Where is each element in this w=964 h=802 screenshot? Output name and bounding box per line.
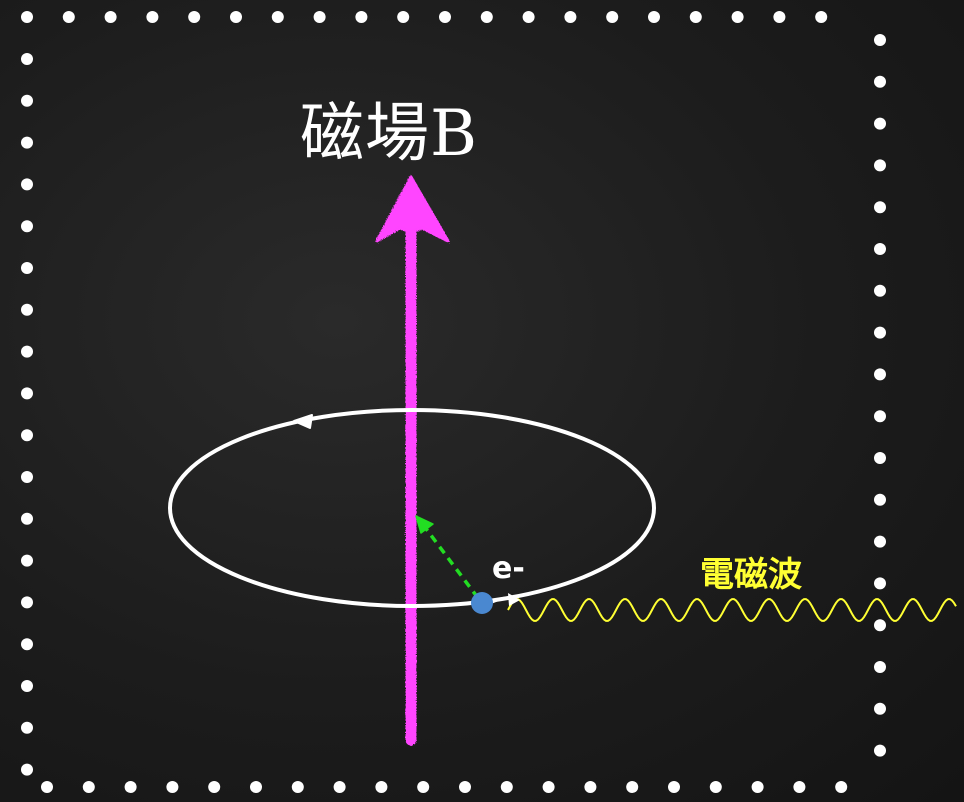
border-dot	[874, 326, 886, 339]
electron-orbit	[168, 408, 656, 608]
border-dot	[874, 452, 886, 464]
border-dot	[21, 345, 33, 358]
border-dot	[564, 11, 577, 23]
border-dot	[21, 53, 33, 65]
orbit-direction-arrowhead	[293, 414, 313, 429]
border-dot	[793, 781, 806, 793]
border-dot	[480, 11, 493, 23]
border-dot	[21, 596, 33, 609]
border-dot	[166, 781, 179, 793]
magnetic-field-arrow	[375, 175, 450, 746]
border-dot	[208, 781, 221, 793]
border-dot	[522, 11, 535, 23]
border-dot	[874, 577, 886, 590]
border-dot	[874, 34, 886, 46]
border-dot	[21, 220, 33, 233]
border-dot	[21, 429, 33, 442]
border-dot	[21, 554, 33, 567]
border-dot	[606, 11, 619, 23]
border-dot	[731, 11, 744, 23]
border-dot	[313, 11, 326, 23]
centripetal-force-arrowhead	[415, 515, 434, 534]
border-dot	[648, 11, 660, 23]
border-dot	[874, 284, 886, 297]
border-dot	[82, 781, 95, 793]
border-dot	[689, 11, 702, 23]
border-dot	[21, 178, 33, 191]
border-dot	[874, 702, 886, 715]
border-dot	[291, 781, 304, 793]
border-dot	[874, 159, 886, 172]
border-dot	[271, 11, 284, 23]
electromagnetic-wave	[507, 598, 957, 622]
border-dot	[146, 11, 159, 23]
border-dot	[21, 94, 33, 107]
border-dot	[21, 11, 33, 23]
border-dot	[62, 11, 75, 23]
border-dot	[500, 781, 513, 793]
border-dot	[417, 781, 430, 793]
border-dot	[41, 781, 53, 793]
electron-velocity-arrowhead	[508, 593, 520, 606]
border-dot	[874, 661, 886, 673]
border-dot	[333, 781, 346, 793]
border-dot	[21, 721, 33, 734]
border-dot	[21, 638, 33, 651]
border-dot	[773, 11, 786, 23]
border-dot	[874, 410, 886, 423]
border-dot	[874, 368, 886, 381]
border-dot	[584, 781, 597, 793]
border-dot	[874, 243, 886, 255]
border-dot	[375, 781, 388, 793]
border-dot	[21, 471, 33, 483]
border-dot	[188, 11, 201, 23]
border-dot	[21, 387, 33, 400]
border-dot	[230, 11, 242, 23]
border-dot	[874, 75, 886, 88]
electron-label: e-	[492, 551, 525, 586]
border-dot	[21, 680, 33, 692]
border-dot	[21, 262, 33, 274]
border-dot	[874, 744, 886, 757]
border-dot	[21, 512, 33, 525]
border-dot	[668, 781, 680, 793]
border-dot	[874, 493, 886, 506]
border-dot	[874, 117, 886, 130]
magnetic-field-title: 磁場B	[300, 97, 479, 171]
border-dot	[124, 781, 137, 793]
border-dot	[751, 781, 764, 793]
electromagnetic-wave-label: 電磁波	[700, 555, 802, 595]
border-dot	[815, 11, 828, 23]
electron	[471, 592, 493, 614]
centripetal-force-arrow	[422, 524, 480, 600]
border-dot	[874, 201, 886, 214]
border-dot	[709, 781, 722, 793]
border-dot	[835, 781, 848, 793]
border-dot	[104, 11, 117, 23]
border-dot	[397, 11, 410, 23]
border-dot	[21, 763, 33, 776]
border-dot	[626, 781, 639, 793]
magnetic-field-arrow-head	[375, 175, 450, 243]
border-dot	[542, 781, 555, 793]
border-dot	[250, 781, 262, 793]
border-dot	[21, 136, 33, 149]
border-dot	[355, 11, 368, 23]
border-dot	[439, 11, 451, 23]
border-dot	[874, 619, 886, 632]
border-dot	[459, 781, 471, 793]
border-dot	[21, 303, 33, 316]
border-dot	[874, 535, 886, 548]
dotted-border-frame	[21, 11, 886, 793]
